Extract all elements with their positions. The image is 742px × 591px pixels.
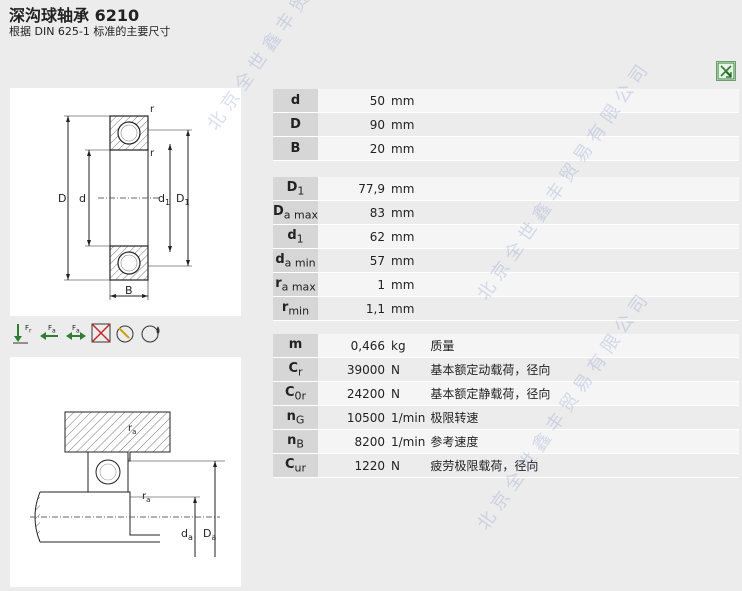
unit-cell: mm xyxy=(389,177,418,201)
table-row: d 50 mm xyxy=(273,89,739,113)
label-da: da xyxy=(181,527,193,543)
description-cell: 基本额定静载荷，径向 xyxy=(425,381,739,406)
page-subtitle: 根据 DIN 625-1 标准的主要尺寸 xyxy=(9,25,171,38)
symbol-cell: B xyxy=(273,136,318,161)
axial-load-both-icon xyxy=(66,332,86,340)
label-d1: d1 xyxy=(158,192,171,208)
symbol-cell: d xyxy=(273,89,318,113)
unit-cell: mm xyxy=(389,112,418,137)
symbol-cell: nG xyxy=(273,405,318,430)
icon-label-fa2: Fa xyxy=(72,324,80,335)
axial-load-left-icon xyxy=(40,332,58,340)
table-row: D 90 mm xyxy=(273,112,739,137)
properties-table: m 0,466 kg 质量 Cr 39000 N 基本额定动载荷，径向 C0r … xyxy=(273,334,739,478)
value-cell: 0,466 xyxy=(318,334,389,358)
mounting-dimensions-table: D1 77,9 mm Da max 83 mm d1 62 mm da min … xyxy=(273,177,739,321)
unit-cell: mm xyxy=(389,272,418,297)
table-row: Da max 83 mm xyxy=(273,200,739,225)
value-cell: 1,1 xyxy=(318,296,389,321)
unit-cell: mm xyxy=(389,200,418,225)
value-cell: 24200 xyxy=(318,381,389,406)
main-dimensions-table: d 50 mm D 90 mm B 20 mm xyxy=(273,89,739,161)
table-row: nB 8200 1/min 参考速度 xyxy=(273,429,739,454)
label-D: D xyxy=(58,192,67,205)
value-cell: 50 xyxy=(318,89,389,113)
label-d: d xyxy=(79,192,86,205)
label-ra-bottom: ra xyxy=(142,491,151,504)
symbol-cell: D1 xyxy=(273,177,318,201)
unit-cell: mm xyxy=(389,89,418,113)
unit-cell: mm xyxy=(389,296,418,321)
icon-label-fa1: Fa xyxy=(48,324,56,335)
unit-cell: mm xyxy=(389,248,418,273)
export-excel-button[interactable] xyxy=(716,61,736,81)
table-row: nG 10500 1/min 极限转速 xyxy=(273,405,739,430)
radial-load-icon xyxy=(13,324,28,344)
value-cell: 57 xyxy=(318,248,389,273)
symbol-cell: rmin xyxy=(273,296,318,321)
table-row: d1 62 mm xyxy=(273,224,739,249)
description-cell: 参考速度 xyxy=(425,429,739,454)
unit-cell: N xyxy=(389,357,426,382)
table-row: C0r 24200 N 基本额定静载荷，径向 xyxy=(273,381,739,406)
symbol-cell: Da max xyxy=(273,200,318,225)
table-row: Cr 39000 N 基本额定动载荷，径向 xyxy=(273,357,739,382)
symbol-cell: m xyxy=(273,334,318,358)
unit-cell: mm xyxy=(389,224,418,249)
label-B: B xyxy=(125,284,133,297)
value-cell: 83 xyxy=(318,200,389,225)
unit-cell: mm xyxy=(389,136,418,161)
symbol-cell: ra max xyxy=(273,272,318,297)
description-cell: 质量 xyxy=(425,334,739,358)
excel-export-icon xyxy=(717,62,735,80)
value-cell: 1220 xyxy=(318,453,389,478)
label-r-mid: r xyxy=(150,148,155,159)
table-row: Cur 1220 N 疲劳极限载荷，径向 xyxy=(273,453,739,478)
value-cell: 10500 xyxy=(318,405,389,430)
bearing-cross-section-drawing: r r D d d1 D1 B xyxy=(10,88,241,316)
description-cell: 极限转速 xyxy=(425,405,739,430)
unit-cell: 1/min xyxy=(389,405,426,430)
table-row: ra max 1 mm xyxy=(273,272,739,297)
value-cell: 62 xyxy=(318,224,389,249)
symbol-cell: C0r xyxy=(273,381,318,406)
table-row: da min 57 mm xyxy=(273,248,739,273)
icon-label-fr: Fr xyxy=(25,324,32,335)
no-lubrication-icon xyxy=(91,323,111,343)
speed-icon xyxy=(116,325,134,343)
label-Da: Da xyxy=(203,527,217,543)
symbol-cell: Cr xyxy=(273,357,318,382)
table-row: m 0,466 kg 质量 xyxy=(273,334,739,358)
label-r-top: r xyxy=(150,104,155,115)
value-cell: 77,9 xyxy=(318,177,389,201)
label-D1: D1 xyxy=(176,192,190,208)
bearing-property-icons: Fr Fa Fa xyxy=(12,322,172,344)
value-cell: 20 xyxy=(318,136,389,161)
symbol-cell: da min xyxy=(273,248,318,273)
table-row: B 20 mm xyxy=(273,136,739,161)
symbol-cell: nB xyxy=(273,429,318,454)
mounting-dimensions-drawing: ra ra da Da xyxy=(10,357,241,587)
value-cell: 1 xyxy=(318,272,389,297)
table-row: D1 77,9 mm xyxy=(273,177,739,201)
unit-cell: N xyxy=(389,453,426,478)
description-cell: 基本额定动载荷，径向 xyxy=(425,357,739,382)
page-title: 深沟球轴承 6210 xyxy=(9,6,140,25)
description-cell: 疲劳极限载荷，径向 xyxy=(425,453,739,478)
value-cell: 39000 xyxy=(318,357,389,382)
symbol-cell: Cur xyxy=(273,453,318,478)
unit-cell: 1/min xyxy=(389,429,426,454)
seal-lubrication-icon xyxy=(141,325,160,343)
value-cell: 8200 xyxy=(318,429,389,454)
symbol-cell: D xyxy=(273,112,318,137)
table-row: rmin 1,1 mm xyxy=(273,296,739,321)
value-cell: 90 xyxy=(318,112,389,137)
label-ra-top: ra xyxy=(128,423,137,436)
unit-cell: N xyxy=(389,381,426,406)
unit-cell: kg xyxy=(389,334,426,358)
symbol-cell: d1 xyxy=(273,224,318,249)
